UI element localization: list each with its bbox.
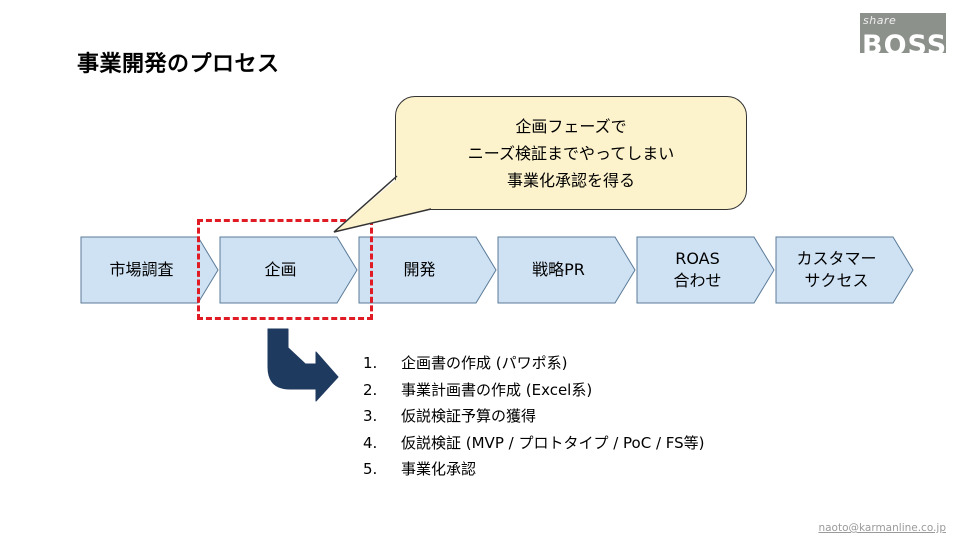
process-step-shape bbox=[497, 236, 636, 304]
process-step-shape bbox=[636, 236, 775, 304]
list-item-text: 企画書の作成 (パワポ系) bbox=[401, 354, 568, 372]
list-item: 3. 仮説検証予算の獲得 bbox=[363, 403, 705, 430]
callout-line: 事業化承認を得る bbox=[506, 170, 635, 190]
process-step-label: カスタマー bbox=[796, 249, 877, 268]
process-step-label: ROAS bbox=[675, 249, 720, 268]
callout-bubble: 企画フェーズで ニーズ検証までやってしまい 事業化承認を得る bbox=[395, 96, 747, 210]
callout-line: 企画フェーズで bbox=[515, 116, 627, 136]
process-step-label: 開発 bbox=[403, 260, 436, 279]
process-step-shape bbox=[358, 236, 497, 304]
page-title: 事業開発のプロセス bbox=[77, 52, 280, 77]
shareboss-logo: share BOSS bbox=[860, 13, 946, 53]
task-list: 1. 企画書の作成 (パワポ系) 2. 事業計画書の作成 (Excel系) 3. 仮説… bbox=[363, 350, 705, 483]
list-item-number: 2. bbox=[363, 380, 378, 399]
list-item-text: 仮説検証 (MVP / プロトタイプ / PoC / FS等) bbox=[401, 433, 705, 452]
list-item: 5. 事業化承認 bbox=[363, 456, 705, 483]
callout-line: ニーズ検証までやってしまい bbox=[467, 143, 675, 163]
process-step: ROAS 合わせ bbox=[637, 237, 758, 303]
process-step-label: 市場調査 bbox=[109, 260, 174, 279]
list-item-number: 3. bbox=[363, 407, 378, 425]
process-step-label: 合わせ bbox=[673, 271, 722, 290]
logo-small-text: share bbox=[863, 14, 897, 27]
list-item-text: 事業計画書の作成 (Excel系) bbox=[401, 380, 593, 399]
process-step-shape bbox=[775, 236, 914, 304]
process-step-label: 企画 bbox=[264, 260, 297, 279]
process-step: カスタマーサクセス bbox=[776, 237, 897, 303]
list-item-number: 4. bbox=[363, 433, 378, 452]
process-step-shape bbox=[80, 236, 219, 304]
list-item: 2. 事業計画書の作成 (Excel系) bbox=[363, 377, 705, 404]
process-step: 市場調査 bbox=[81, 237, 202, 303]
process-step-shape bbox=[219, 236, 358, 304]
list-item-text: 仮説検証予算の獲得 bbox=[401, 407, 537, 425]
list-item: 4. 仮説検証 (MVP / プロトタイプ / PoC / FS等) bbox=[363, 430, 705, 457]
list-item-number: 5. bbox=[363, 460, 378, 478]
list-item: 1. 企画書の作成 (パワポ系) bbox=[363, 350, 705, 377]
process-step-label: 戦略PR bbox=[532, 260, 585, 279]
process-step: 企画 bbox=[220, 237, 341, 303]
process-step: 開発 bbox=[359, 237, 480, 303]
contact-email-link[interactable]: naoto@karmanline.co.jp bbox=[818, 522, 946, 534]
logo-big-text: BOSS bbox=[862, 30, 946, 53]
list-item-text: 事業化承認 bbox=[401, 460, 477, 478]
process-step-label: サクセス bbox=[804, 271, 869, 290]
process-step: 戦略PR bbox=[498, 237, 619, 303]
list-item-number: 1. bbox=[363, 354, 378, 372]
highlight-box bbox=[197, 219, 373, 320]
